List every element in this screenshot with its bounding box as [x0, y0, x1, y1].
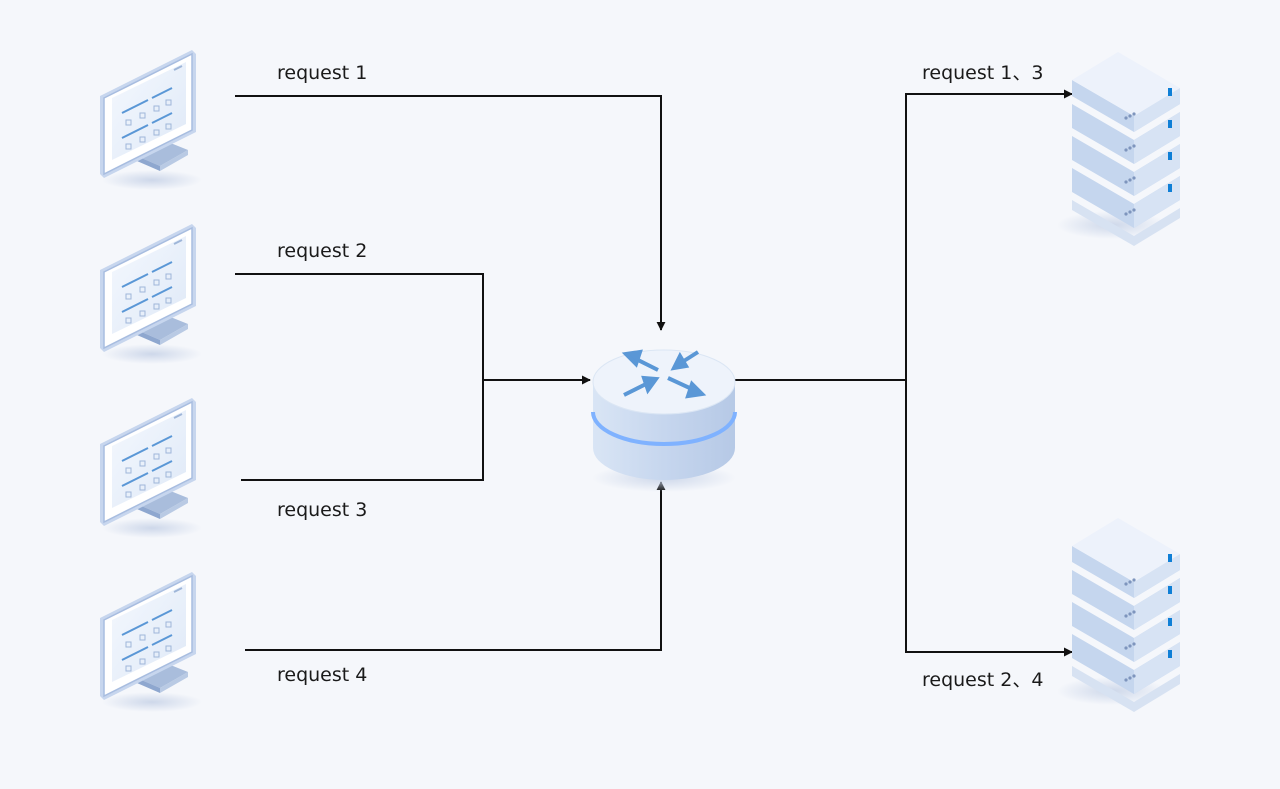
- server-rack-icon: [1057, 52, 1180, 246]
- server-2: [1057, 518, 1180, 712]
- request-4-label: request 4: [277, 664, 367, 686]
- connector-request-4: [245, 481, 666, 651]
- monitor-icon: [100, 398, 202, 538]
- server-1-requests-label: request 1、3: [922, 62, 1043, 84]
- server-2-requests-label: request 2、4: [922, 669, 1043, 691]
- connector-request-3: [241, 380, 484, 481]
- client-1: [100, 50, 202, 190]
- connector-to-server-2: [905, 380, 1073, 657]
- load-balancer: [591, 349, 737, 492]
- request-3-label: request 3: [277, 499, 367, 521]
- monitor-icon: [100, 50, 202, 190]
- connector-request-2: [235, 273, 484, 380]
- routing-arrows-icon: [621, 349, 707, 399]
- request-2-label: request 2: [277, 240, 367, 262]
- client-4: [100, 572, 202, 712]
- connector-request-1: [235, 95, 666, 331]
- router-icon: [591, 349, 737, 492]
- client-3: [100, 398, 202, 538]
- monitor-icon: [100, 572, 202, 712]
- connectors: [235, 89, 1073, 657]
- client-2: [100, 224, 202, 364]
- server-1: [1057, 52, 1180, 246]
- labels: request 1 request 2 request 3 request 4 …: [277, 62, 1043, 691]
- connector-to-server-1: [905, 89, 1073, 380]
- monitor-icon: [100, 224, 202, 364]
- request-1-label: request 1: [277, 62, 367, 84]
- server-rack-icon: [1057, 518, 1180, 712]
